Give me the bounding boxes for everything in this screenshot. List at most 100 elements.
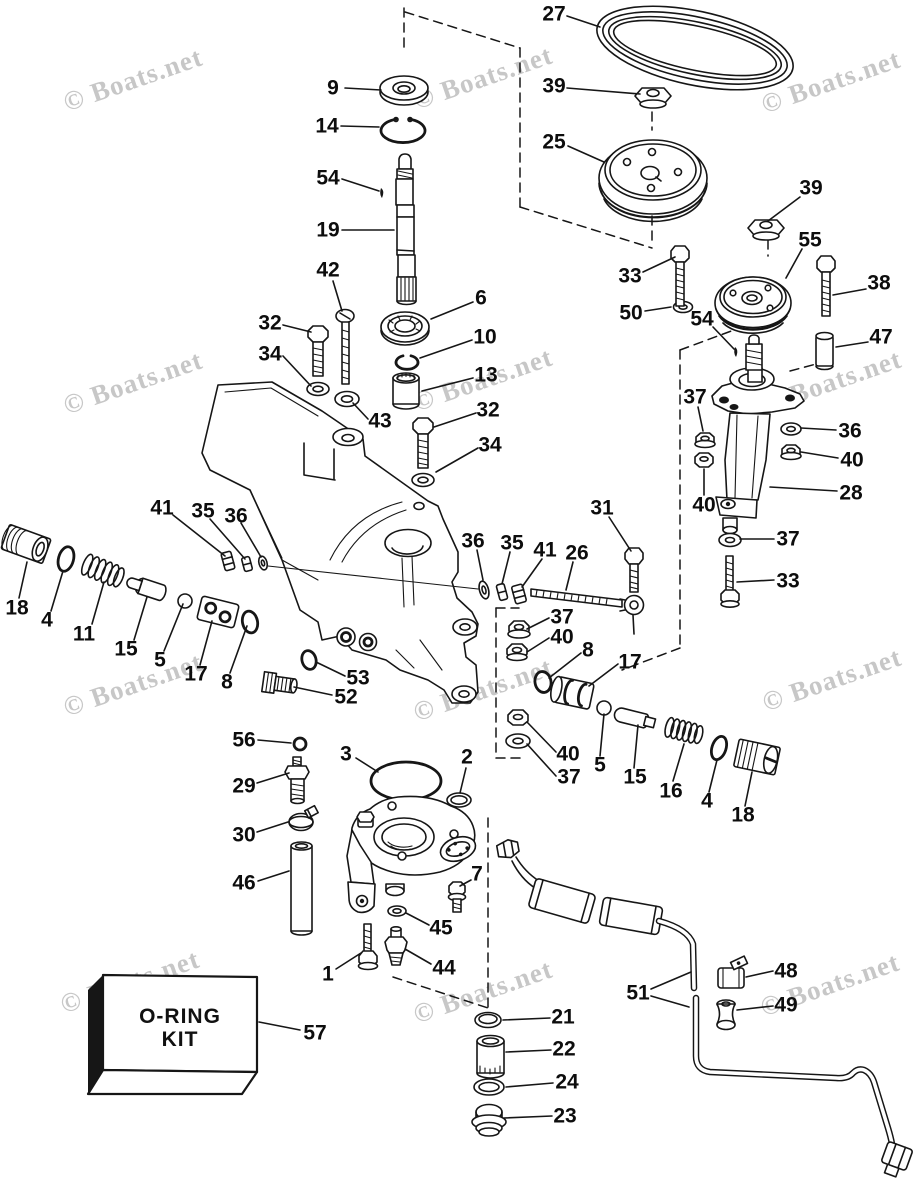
leader-line-41 — [172, 514, 226, 557]
nut-39-upper — [634, 87, 672, 109]
thrust-washer-9 — [379, 75, 429, 106]
callout-8: 8 — [221, 670, 233, 694]
callout-5: 5 — [594, 753, 606, 777]
cylinder-22 — [476, 1034, 505, 1079]
washer-34-left — [306, 381, 330, 397]
leader-line-32 — [433, 412, 477, 428]
leader-line-5 — [163, 603, 184, 652]
leader-line-31 — [608, 516, 632, 552]
washer-34-right — [411, 472, 435, 488]
leader-line-37 — [526, 743, 557, 777]
callout-18: 18 — [5, 596, 29, 620]
fitting-44 — [384, 925, 408, 966]
leader-line-53 — [315, 661, 346, 677]
o-ring-8-center — [533, 670, 553, 694]
leader-line-54 — [341, 178, 380, 192]
leader-line-56 — [257, 739, 292, 744]
leader-line-43 — [352, 402, 369, 420]
leader-line-51 — [650, 971, 692, 990]
leader-line-13 — [421, 377, 474, 392]
leader-line-18 — [18, 561, 28, 599]
plug-23 — [471, 1103, 507, 1137]
callout-47: 47 — [869, 325, 893, 349]
callout-54: 54 — [316, 166, 340, 190]
callout-36: 36 — [838, 419, 862, 443]
leader-line-39 — [767, 196, 801, 222]
key-54-right — [734, 347, 738, 357]
callout-6: 6 — [475, 286, 487, 310]
callout-36: 36 — [461, 529, 485, 553]
leader-line-6 — [430, 301, 474, 320]
callout-39: 39 — [542, 74, 566, 98]
callout-40: 40 — [692, 493, 716, 517]
link-rod-26 — [530, 588, 645, 635]
callout-10: 10 — [473, 325, 497, 349]
callout-42: 42 — [316, 258, 340, 282]
drive-shaft-19 — [395, 153, 417, 306]
callout-24: 24 — [555, 1070, 579, 1094]
callout-41: 41 — [533, 538, 557, 562]
callout-17: 17 — [618, 650, 642, 674]
washer-37-lower — [505, 733, 531, 749]
callout-50: 50 — [619, 301, 643, 325]
leader-line-50 — [644, 306, 672, 312]
drive-belt — [596, 5, 794, 91]
callout-35: 35 — [191, 499, 215, 523]
plug-18-right — [733, 738, 781, 776]
callout-25: 25 — [542, 130, 566, 154]
callout-17: 17 — [184, 662, 208, 686]
callout-32: 32 — [476, 398, 500, 422]
leader-line-36 — [476, 549, 484, 581]
o-ring-8-left — [240, 609, 260, 635]
o-ring-24 — [473, 1078, 505, 1096]
callout-21: 21 — [551, 1005, 575, 1029]
callout-15: 15 — [114, 637, 138, 661]
leader-line-40 — [526, 721, 557, 753]
leader-line-40 — [526, 637, 550, 653]
callout-51: 51 — [626, 981, 650, 1005]
bolt-33-lower — [720, 555, 740, 608]
ball-5-left — [177, 593, 193, 609]
o-ring-2 — [446, 792, 472, 808]
leader-line-36 — [800, 427, 837, 431]
callout-1: 1 — [322, 962, 334, 986]
leader-line-34 — [435, 447, 479, 473]
leader-line-9 — [344, 87, 382, 91]
pulley-25 — [598, 139, 708, 223]
callout-27: 27 — [542, 2, 566, 26]
fitting-29 — [284, 756, 310, 805]
bolt-31 — [624, 547, 644, 593]
leader-line-29 — [256, 772, 290, 784]
callout-37: 37 — [557, 765, 581, 789]
spring-16 — [664, 716, 704, 745]
callout-22: 22 — [552, 1037, 576, 1061]
callout-52: 52 — [334, 685, 358, 709]
callout-15: 15 — [623, 765, 647, 789]
callout-40: 40 — [550, 625, 574, 649]
bolt-1 — [357, 923, 379, 971]
callout-37: 37 — [776, 527, 800, 551]
spool-17-left — [196, 595, 240, 629]
callout-31: 31 — [590, 496, 614, 520]
leader-line-52 — [293, 686, 333, 696]
callout-38: 38 — [867, 271, 891, 295]
bolt-32-left — [307, 325, 329, 377]
callout-5: 5 — [154, 648, 166, 672]
callout-37: 37 — [683, 385, 707, 409]
snap-ring-14 — [379, 116, 427, 144]
callout-33: 33 — [776, 569, 800, 593]
callout-35: 35 — [500, 531, 524, 555]
leader-line-25 — [567, 145, 605, 163]
washer-36-right — [780, 422, 802, 436]
callout-45: 45 — [429, 916, 453, 940]
bearing-6 — [380, 311, 430, 346]
leader-line-35 — [501, 551, 511, 585]
callout-46: 46 — [232, 871, 256, 895]
callout-34: 34 — [258, 342, 282, 366]
leader-line-26 — [565, 561, 574, 591]
leader-line-2 — [459, 767, 467, 794]
leader-line-44 — [404, 948, 432, 965]
